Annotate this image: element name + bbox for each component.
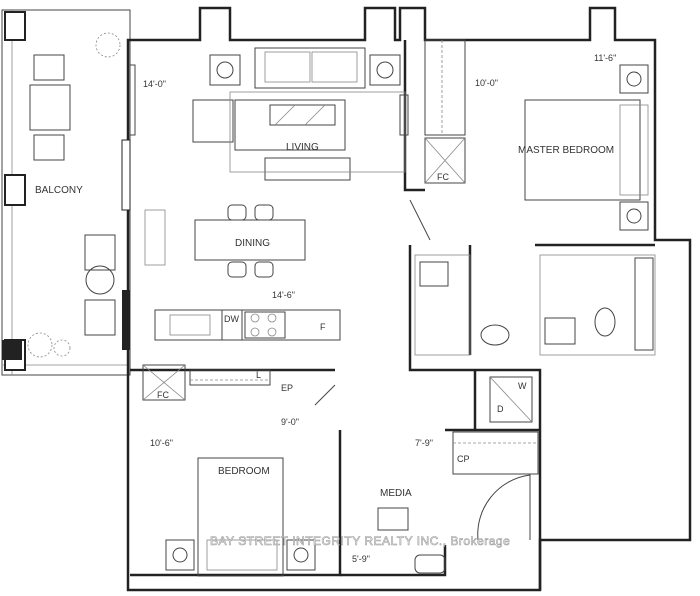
room-label-master-bedroom: MASTER BEDROOM <box>518 145 614 156</box>
dim-living: 14'-0" <box>143 79 166 89</box>
label-dishwasher: DW <box>224 314 239 324</box>
label-ep: EP <box>281 383 293 393</box>
dining-furniture <box>144 204 306 278</box>
label-coat-closet: CP <box>457 454 470 464</box>
dim-master-bedroom: 11'-6" <box>594 53 616 63</box>
label-fc-bedroom: FC <box>157 390 169 400</box>
room-label-living: LIVING <box>286 142 319 153</box>
label-fridge: F <box>320 322 326 332</box>
room-label-dining: DINING <box>235 238 270 249</box>
dim-bedroom-width: 10'-6" <box>150 438 173 448</box>
interior-walls <box>130 40 655 590</box>
room-label-bedroom: BEDROOM <box>218 466 270 477</box>
label-dryer: D <box>497 404 504 414</box>
dim-media-width: 5'-9" <box>352 554 370 564</box>
dim-bedroom-depth: 9'-0" <box>281 417 299 427</box>
bathrooms <box>414 254 656 356</box>
dim-media-depth: 7'-9" <box>415 438 433 448</box>
label-linen: L <box>256 370 261 380</box>
label-fc-master: FC <box>437 172 449 182</box>
room-label-balcony: BALCONY <box>35 185 83 196</box>
master-bed <box>524 64 649 231</box>
balcony-area <box>1 9 131 376</box>
living-furniture <box>129 47 409 181</box>
dim-master-closet: 10'-0" <box>475 78 498 88</box>
bedroom-bed <box>165 457 316 577</box>
room-label-media: MEDIA <box>380 488 412 499</box>
dim-kitchen: 14'-6" <box>272 290 295 300</box>
label-washer: W <box>518 381 527 391</box>
watermark: BAY STREET INTEGRITY REALTY INC., Broker… <box>210 534 510 548</box>
closets <box>142 39 539 475</box>
kitchen <box>154 309 341 386</box>
media-furniture <box>314 199 531 574</box>
